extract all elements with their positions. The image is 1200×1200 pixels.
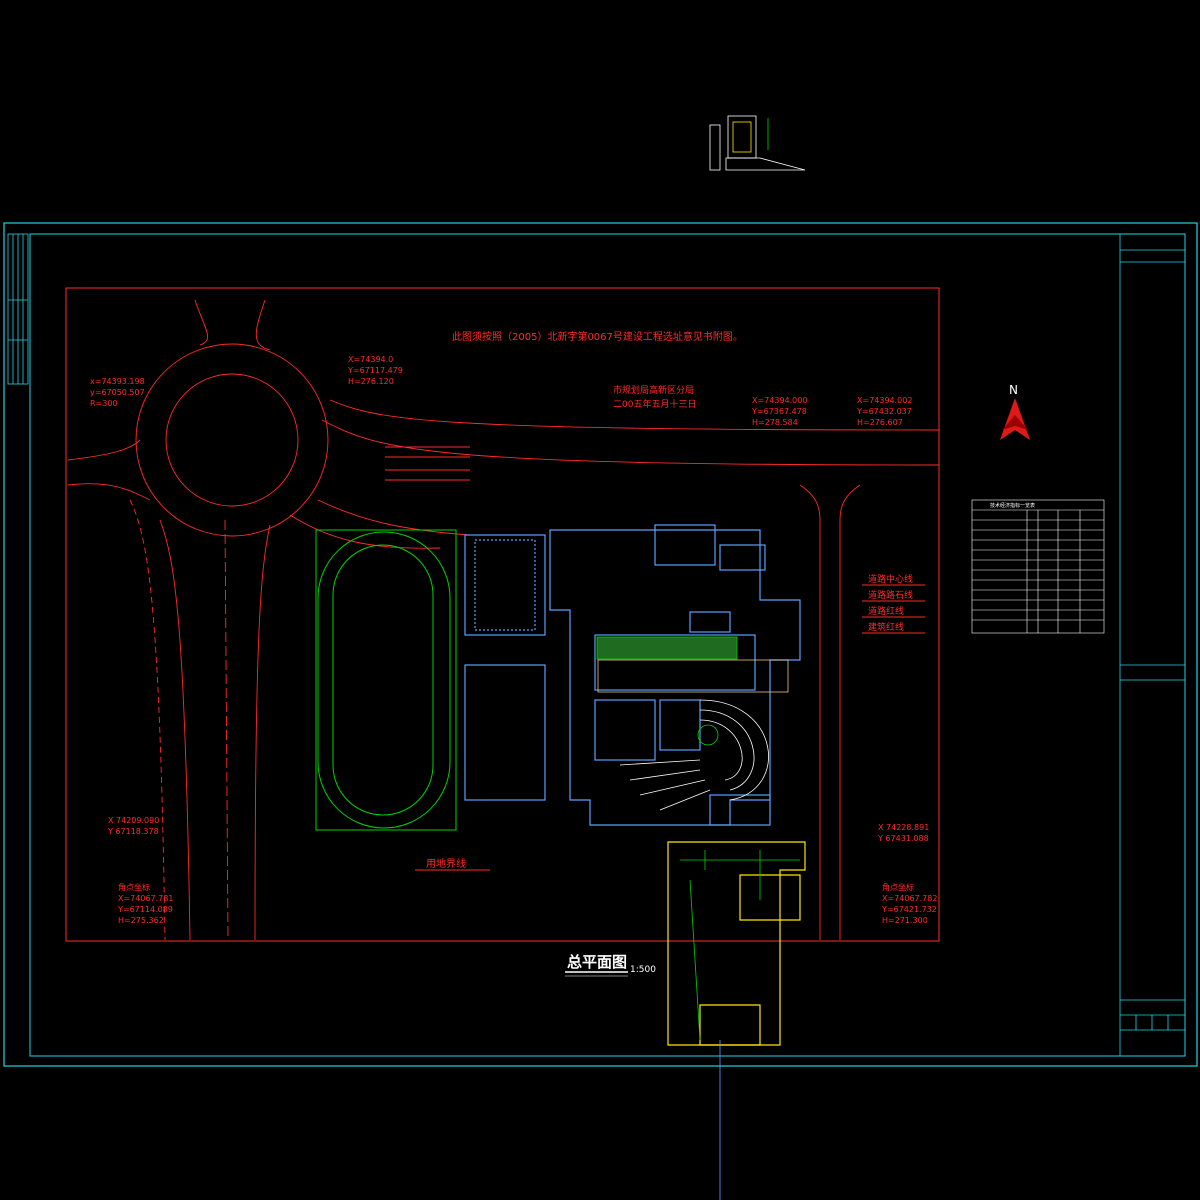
coord-corner-right-x: X=74067.782 <box>882 894 937 903</box>
coord-corner-left-label: 角点坐标 <box>118 882 150 892</box>
roads <box>67 299 940 941</box>
coord-top-right-a-x: X=74394.000 <box>752 396 807 405</box>
green-courtyard <box>596 636 738 660</box>
coord-top-mid-x: X=74394.0 <box>348 355 393 364</box>
school-buildings <box>464 524 801 826</box>
coord-corner-right-label: 角点坐标 <box>882 882 914 892</box>
coord-bottom-left-x: X 74209.090 <box>108 816 159 825</box>
running-track <box>315 529 457 831</box>
coord-top-right-a-y: Y=67367.478 <box>751 407 807 416</box>
title-block <box>1119 234 1185 1056</box>
approval-date: 二00五年五月十三日 <box>613 398 696 410</box>
legend-road-centerline: 道路中心线 <box>868 573 913 585</box>
approval-notice: 此图须按照（2005）北新字第0067号建设工程选址意见书附图。 <box>452 330 743 343</box>
coord-top-left-x: x=74393.198 <box>90 377 145 386</box>
coord-corner-right-y: Y=67421.732 <box>881 905 937 914</box>
coord-corner-left-y: Y=67114.089 <box>117 905 173 914</box>
coordinate-labels: x=74393.198 y=67050.507 R=300 X=74394.0 … <box>90 355 937 925</box>
coord-top-mid-y: Y=67117.479 <box>347 366 403 375</box>
north-label: N <box>1009 383 1018 397</box>
indicator-table <box>971 499 1105 634</box>
coord-top-left-r: R=300 <box>90 399 118 408</box>
site-boundary <box>65 287 940 942</box>
coord-top-left-y: y=67050.507 <box>90 388 145 397</box>
coord-corner-left-x: X=74067.781 <box>118 894 173 903</box>
coord-top-mid-h: H=276.120 <box>348 377 394 386</box>
outer-frame <box>3 222 1198 1067</box>
thumbnail-sketch <box>709 115 806 171</box>
approval-bureau: 市规划局高新区分局 <box>613 384 694 396</box>
drawing-title: 总平面图 <box>567 953 627 971</box>
left-binding-strip <box>7 233 29 385</box>
boundary-label: 用地界线 <box>426 857 466 870</box>
line-legend: 道路中心线 道路路石线 道路红线 建筑红线 <box>862 573 925 634</box>
coord-bottom-right-y: Y 67431.088 <box>877 834 929 843</box>
neighbouring-lots <box>667 841 806 1046</box>
drawing-scale: 1:500 <box>630 965 656 975</box>
coord-bottom-right-x: X 74228.891 <box>878 823 929 832</box>
table-title: 技术经济指标一览表 <box>990 502 1035 509</box>
legend-road-redline: 道路红线 <box>868 605 904 617</box>
coord-corner-right-h: H=271.300 <box>882 916 928 925</box>
coord-top-right-a-h: H=278.584 <box>752 418 798 427</box>
inner-frame <box>29 233 1186 1057</box>
north-arrow-icon: N <box>1000 383 1030 440</box>
coord-corner-left-h: H=275.362 <box>118 916 164 925</box>
coord-top-right-b-h: H=276.607 <box>857 418 903 427</box>
legend-road-curb: 道路路石线 <box>868 589 913 601</box>
spiral-plaza <box>619 699 769 811</box>
coord-top-right-b-x: X=74394.002 <box>857 396 912 405</box>
coord-top-right-b-y: Y=67432.037 <box>856 407 912 416</box>
legend-building-redline: 建筑红线 <box>868 621 904 633</box>
coord-bottom-left-y: Y 67118.378 <box>107 827 159 836</box>
covered-walkway <box>597 659 789 693</box>
